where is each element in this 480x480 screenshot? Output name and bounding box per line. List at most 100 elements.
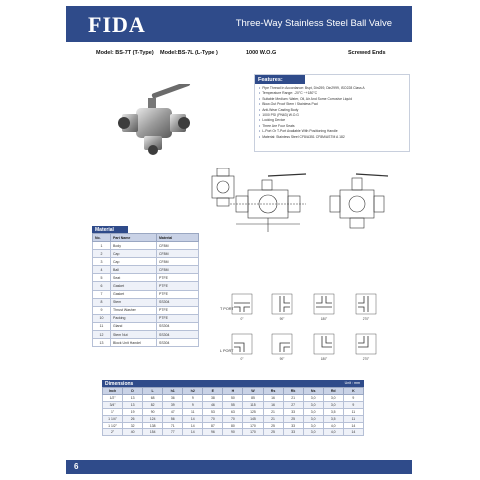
table-cell: 25: [282, 414, 304, 423]
table-cell: 40: [122, 428, 144, 437]
dimensions-title-bar: Dimensions Unit : mm: [102, 380, 364, 387]
table-cell: 3: [92, 257, 111, 267]
column-header: h2: [182, 387, 204, 395]
table-cell: 63: [222, 407, 244, 416]
table-cell: 10: [92, 313, 111, 323]
table-cell: PTFE: [156, 281, 199, 291]
table-cell: PTFE: [156, 313, 199, 323]
table-cell: 11: [342, 414, 365, 423]
features-box: Features: Pipe Thread In Accordance: Bsp…: [254, 74, 410, 152]
table-cell: 145: [242, 414, 264, 423]
l-port-label: L PORT: [220, 349, 234, 353]
page-number: 6: [74, 462, 79, 471]
column-header: Rk: [282, 387, 304, 395]
model-line: Model: BS-7T (T-Type) Model:BS-7L (L-Typ…: [96, 50, 396, 60]
angle-label: 180°: [321, 357, 328, 361]
brand-logo: FIDA: [88, 12, 146, 37]
column-header: W: [242, 387, 264, 395]
table-cell: 68: [142, 394, 164, 402]
feature-item: Locking Device: [259, 118, 405, 123]
table-cell: Cap: [110, 257, 157, 267]
table-cell: 14: [342, 421, 365, 430]
table-cell: CF8M: [156, 249, 199, 259]
angle-label: 90°: [280, 317, 286, 321]
table-cell: 90: [222, 428, 244, 437]
column-header: D: [122, 387, 144, 395]
table-cell: SS304: [156, 297, 199, 307]
column-header: Material: [156, 233, 199, 242]
table-cell: Block Unit Handel: [110, 338, 157, 348]
table-cell: 12: [92, 330, 111, 340]
table-cell: SS304: [156, 321, 199, 332]
table-cell: SS304: [156, 330, 199, 340]
table-cell: 39: [162, 400, 184, 409]
column-header: L: [142, 387, 164, 395]
table-cell: 71: [162, 421, 184, 430]
table-cell: 53: [202, 407, 224, 416]
table-cell: 14: [342, 428, 365, 437]
l-port-180-diagram: [313, 333, 335, 355]
table-cell: 125: [242, 407, 264, 416]
table-cell: Seat: [110, 273, 157, 283]
table-cell: 5: [92, 273, 111, 283]
angle-label: 0°: [240, 357, 244, 361]
feature-item: Anti-Wear Casting Body: [259, 108, 405, 113]
table-cell: 115: [242, 400, 264, 409]
table-cell: 82: [142, 400, 164, 409]
table-cell: 56: [162, 414, 184, 423]
feature-item: Three Are Four Seats: [259, 124, 405, 129]
table-header-row: No. Part Name Material: [92, 233, 199, 242]
table-cell: Body: [110, 240, 157, 251]
table-cell: 11: [182, 407, 204, 416]
page-title: Three-Way Stainless Steel Ball Valve: [235, 18, 392, 29]
page-footer: 6: [66, 460, 412, 474]
dimensions-section: Dimensions Unit : mm Inch D L h1 h2 E H …: [101, 380, 365, 446]
feature-item: Pipe Thread In Accordance: Bspt, Din259,…: [259, 86, 405, 91]
table-cell: 27: [282, 400, 304, 409]
table-cell: SS304: [156, 338, 199, 348]
feature-item: L-Port Or T-Port Available With Position…: [259, 129, 405, 134]
table-cell: 25: [262, 428, 284, 437]
table-cell: 70: [202, 414, 224, 423]
table-cell: Ball: [110, 265, 157, 275]
column-header: Ns: [302, 387, 324, 395]
page-header: FIDA Three-Way Stainless Steel Ball Valv…: [66, 6, 412, 42]
table-cell: 14: [182, 421, 204, 430]
table-cell: 1: [92, 240, 111, 251]
table-cell: 9: [182, 394, 204, 402]
column-header: E: [202, 387, 224, 395]
end-type: Screwed Ends: [348, 50, 386, 56]
table-cell: 80: [222, 421, 244, 430]
table-cell: 77: [162, 428, 184, 437]
table-cell: Gland: [110, 321, 157, 332]
t-port-label: T PORT: [220, 307, 234, 311]
column-header: Rs: [262, 387, 284, 395]
table-cell: 3,0: [322, 400, 344, 409]
table-cell: Stem: [110, 297, 157, 307]
features-title: Features:: [255, 75, 305, 84]
table-cell: 9: [92, 305, 111, 315]
table-cell: 3,0: [322, 394, 344, 402]
table-cell: 32: [122, 421, 144, 430]
column-header: Inch: [101, 387, 124, 395]
table-cell: 170: [242, 428, 264, 437]
table-cell: 85: [242, 394, 264, 402]
l-port-270-diagram: [355, 333, 377, 355]
pressure-rating: 1000 W.O.G: [246, 50, 277, 56]
table-cell: 9: [342, 400, 365, 409]
table-cell: 19: [122, 407, 144, 416]
table-cell: 3,0: [302, 400, 324, 409]
dimensions-table: Inch D L h1 h2 E H W Rs Rk Ns Rd K 1/2"1…: [101, 387, 365, 437]
